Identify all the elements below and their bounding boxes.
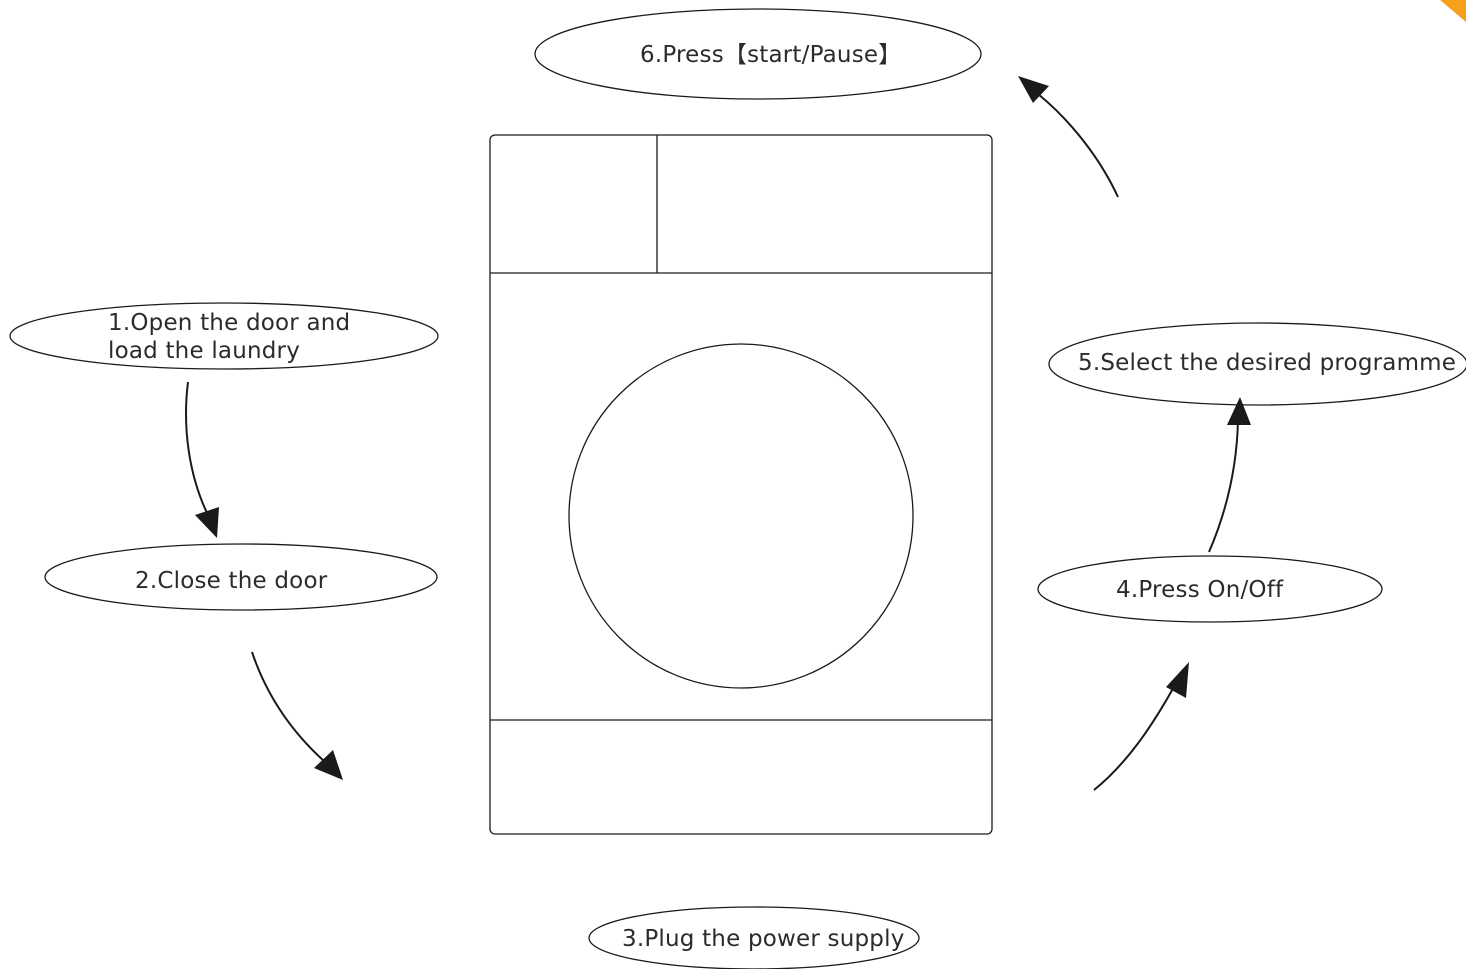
arrow-1-to-2 [185, 381, 219, 538]
step-1-ellipse [9, 302, 439, 370]
arrow-4-to-5 [1208, 397, 1251, 553]
arrow-4-to-5-head [1227, 397, 1251, 425]
washing-machine [489, 134, 993, 835]
arrow-3-to-4-line [1093, 684, 1176, 791]
corner-accent [1440, 0, 1466, 22]
step-3-ellipse [588, 906, 920, 969]
step-5-label: 5.Select the desired programme [1078, 350, 1456, 376]
arrow-2-to-3-head [314, 750, 343, 780]
step-4-ellipse [1037, 555, 1383, 623]
machine-body [489, 134, 993, 835]
arrow-5-to-6-line [1037, 93, 1119, 198]
machine-door [568, 343, 914, 689]
arrow-2-to-3-line [251, 651, 326, 763]
step-4-label: 4.Press On/Off [1116, 577, 1284, 603]
step-5: 5.Select the desired programme [1048, 322, 1466, 406]
step-2: 2.Close the door [44, 543, 438, 611]
step-1-line1: 1.Open the door and [108, 310, 350, 336]
step-2-ellipse [44, 543, 438, 611]
arrow-1-to-2-line [185, 381, 209, 516]
step-1: 1.Open the door and load the laundry [9, 302, 439, 370]
arrow-5-to-6 [1018, 76, 1119, 198]
step-5-ellipse [1048, 322, 1466, 406]
arrow-5-to-6-head [1018, 76, 1049, 103]
step-2-label: 2.Close the door [135, 568, 328, 594]
arrow-2-to-3 [251, 651, 343, 780]
step-6: 6.Press【start/Pause】 [534, 8, 982, 100]
step-3-label: 3.Plug the power supply [622, 926, 905, 952]
arrow-1-to-2-head [195, 507, 219, 538]
arrow-4-to-5-line [1208, 419, 1239, 553]
step-4: 4.Press On/Off [1037, 555, 1383, 623]
arrow-3-to-4-head [1166, 662, 1189, 698]
arrow-3-to-4 [1093, 662, 1189, 791]
step-3: 3.Plug the power supply [588, 906, 920, 969]
step-6-ellipse [534, 8, 982, 100]
step-6-label: 6.Press【start/Pause】 [640, 42, 901, 68]
step-1-line2: load the laundry [108, 338, 300, 364]
